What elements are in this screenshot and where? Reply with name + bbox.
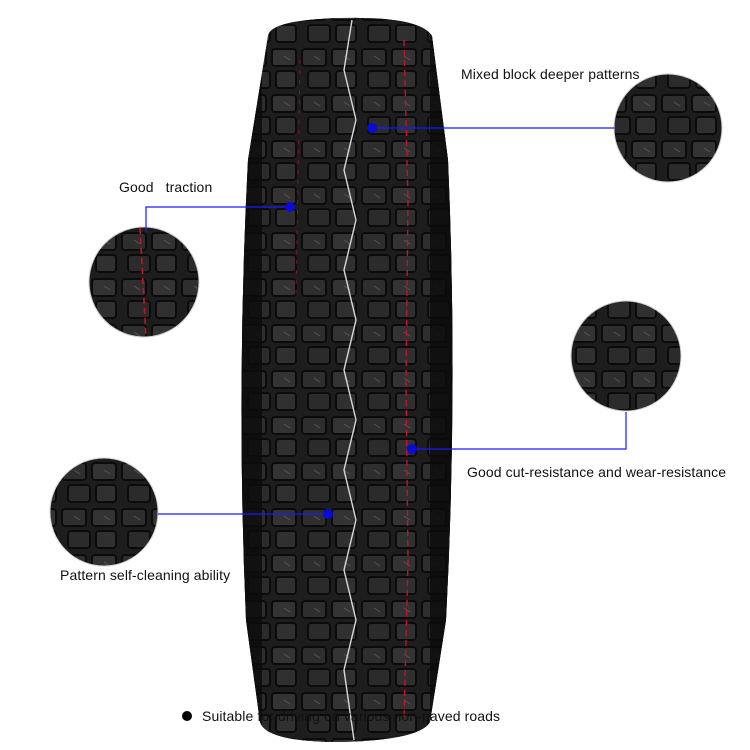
dot-traction [285,202,295,212]
tire [241,17,453,743]
callout-mixed-block-label: Mixed block deeper patterns [461,66,640,82]
dot-cut-resistance [407,444,417,454]
footer-note: Suitable for driving on various non-pave… [202,708,501,724]
leader-lines [145,127,627,515]
footer-bullet-icon [182,711,192,721]
zoom-circle-mixed-block [613,73,723,183]
callout-cut-resistance-label: Good cut-resistance and wear-resistance [467,464,727,480]
dot-mixed-block [367,123,377,133]
leader-line-cut-resistance [412,412,627,450]
zoom-circle-traction [88,226,200,338]
leader-line-traction [145,206,290,232]
callout-self-cleaning-label: Pattern self-cleaning ability [60,567,231,583]
dot-self-cleaning [323,509,333,519]
callout-traction-label: Good traction [119,179,213,195]
zoom-circle-cut-resistance [570,300,682,412]
zoom-circle-self-cleaning [49,457,159,567]
callout-dots [285,123,417,519]
